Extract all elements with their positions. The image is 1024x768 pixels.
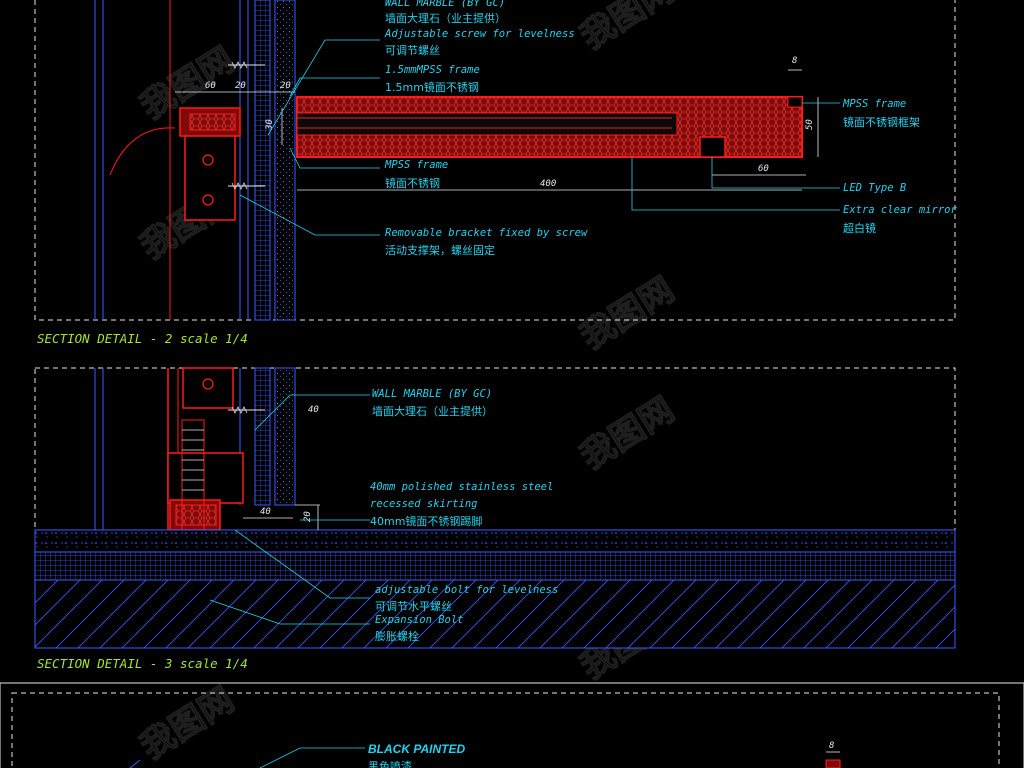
label-extra-clear-mirror-cn: 超白镜 (843, 221, 876, 235)
label-mpss-frame: MPSS frame (384, 159, 448, 171)
label-led-type-b: LED Type B (843, 182, 906, 194)
label-adjustable-bolt: adjustable bolt for levelness (375, 584, 558, 596)
label-adjustable-screw: Adjustable screw for levelness (384, 28, 575, 40)
label-skirting: 40mm polished stainless steel (370, 481, 553, 493)
label-extra-clear-mirror: Extra clear mirror (843, 204, 957, 216)
label-adjustable-bolt-cn: 可调节水平螺丝 (375, 600, 452, 613)
label-expansion-bolt-cn: 膨胀螺栓 (375, 629, 419, 643)
section-detail-3: 40 20 40 WALL MARBLE (BY GC) 墙面大理石（业主提供）… (34, 367, 956, 671)
adjustable-screw-icon (228, 182, 265, 190)
wall-marble-layer (274, 0, 296, 321)
led-type-b (699, 136, 726, 158)
dim-20: 20 (303, 511, 313, 522)
recessed-skirting (167, 452, 244, 504)
label-skirting-2: recessed skirting (370, 498, 477, 510)
removable-bracket (184, 134, 236, 221)
dim-8: 8 (829, 741, 834, 751)
adjustable-screw-icon (228, 406, 265, 414)
section-detail-4: BLACK PAINTED 黑色喷漆 8 (0, 682, 1024, 768)
adjustable-screw-icon (228, 61, 265, 69)
label-mpss-frame-right-cn: 镜面不锈钢框架 (843, 115, 920, 129)
section-detail-2: 60 20 20 30 400 50 8 60 WALL MARBLE (BY … (34, 0, 957, 346)
label-mpss-frame-cn: 镜面不锈钢 (385, 176, 440, 190)
detail-4-frame (11, 692, 1000, 768)
label-wall-marble: WALL MARBLE (BY GC) (385, 0, 505, 9)
watermark-mark: 我图网 (574, 0, 682, 58)
label-15mm-frame: 1.5mmMPSS frame (385, 64, 480, 76)
floor-mesh-layer (34, 551, 956, 581)
label-black-painted-cn: 黑色喷漆 (368, 759, 412, 768)
watermark-mark: 我图网 (574, 270, 682, 358)
dim-30: 30 (265, 119, 275, 131)
label-adjustable-screw-cn: 可调节螺丝 (385, 44, 440, 57)
detail-3-title: SECTION DETAIL - 3 scale 1/4 (37, 656, 248, 671)
label-black-painted: BLACK PAINTED (368, 742, 465, 756)
detail-2-frame (34, 0, 956, 321)
wall-stud-layer (254, 0, 271, 321)
dim-40: 40 (308, 405, 319, 415)
dim-8: 8 (792, 56, 797, 66)
dim-40: 40 (260, 507, 271, 517)
dim-400: 400 (540, 179, 556, 189)
label-removable-bracket-cn: 活动支撑架，螺丝固定 (385, 243, 495, 257)
label-expansion-bolt: Expansion Bolt (375, 614, 464, 626)
dim-60: 60 (205, 81, 216, 91)
dim-20: 20 (280, 81, 291, 91)
label-skirting-cn: 40mm镜面不锈钢踢脚 (370, 514, 482, 528)
watermark-mark: 我图网 (574, 390, 682, 478)
bracket-screw-icon (202, 154, 214, 166)
dim-60: 60 (758, 164, 769, 174)
bracket-screw-icon (202, 194, 214, 206)
detail-2-title: SECTION DETAIL - 2 scale 1/4 (37, 331, 248, 346)
dim-50: 50 (805, 119, 815, 130)
label-wall-marble: WALL MARBLE (BY GC) (372, 388, 492, 400)
label-15mm-frame-cn: 1.5mm镜面不锈钢 (385, 80, 479, 94)
label-removable-bracket: Removable bracket fixed by screw (385, 227, 588, 239)
label-wall-marble-cn: 墙面大理石（业主提供） (385, 11, 506, 25)
dim-20: 20 (235, 81, 246, 91)
label-mpss-frame-right: MPSS frame (842, 98, 906, 110)
label-wall-marble-cn: 墙面大理石（业主提供） (372, 404, 493, 418)
floor-slab-layer (34, 579, 956, 649)
floor-screed-layer (34, 529, 956, 553)
